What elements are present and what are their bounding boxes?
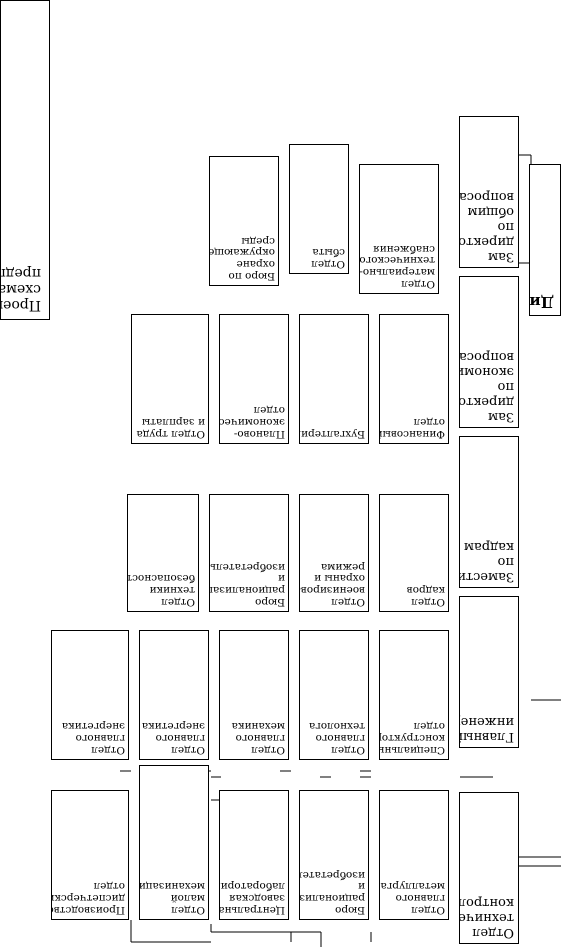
chief-engineer-box: Главный инженер bbox=[459, 596, 519, 748]
dept-labor-box: Отдел труда и зарплаты bbox=[131, 314, 209, 444]
director-box: Директор bbox=[529, 164, 561, 316]
dept-ecology-box: Бюро по охране окружающей среды bbox=[209, 156, 279, 286]
dept-safety-box: Отдел техники безопасности bbox=[127, 494, 199, 612]
dept-accounting-box: Бухгалтерия bbox=[299, 314, 369, 444]
deputy-general-box: Зам директора по общим вопросам bbox=[459, 116, 519, 268]
dept-rationalization-2-box: Бюро рационализации и изобретательства bbox=[299, 790, 369, 920]
dept-planning-box: Планово-экономический отдел bbox=[219, 314, 289, 444]
deputy-economic-box: Зам директора по экономическим вопросам bbox=[459, 276, 519, 428]
chart-title: Проектная схема предприятия bbox=[0, 0, 50, 320]
deputy-personnel-box: Заместитель по кадрам bbox=[459, 436, 519, 588]
dept-finance-box: Финансовый отдел bbox=[379, 314, 449, 444]
dept-dispatch-box: Производственно-диспетчерский отдел bbox=[51, 790, 129, 920]
dept-energy-box-2: Отдел главного энергетика bbox=[51, 630, 129, 760]
dept-guard-box: Отдел военизированной охраны и режима bbox=[299, 494, 369, 612]
dept-small-mech-box: Отдел малой механизации bbox=[139, 765, 209, 920]
dept-design-box: Специальный конструкторский отдел bbox=[379, 630, 449, 760]
dept-mechanic-box: Отдел главного механика bbox=[219, 630, 289, 760]
dept-sales-box: Отдел сбыта bbox=[289, 144, 349, 274]
dept-technologist-box: Отдел главного технолога bbox=[299, 630, 369, 760]
dept-lab-box: Центральная заводская лаборатория bbox=[219, 790, 289, 920]
dept-supply-box: Отдел материально-технического снабжения bbox=[359, 164, 439, 294]
dept-hr-box: Отдел кадров bbox=[379, 494, 449, 612]
dept-rationalization-box: Бюро рационализации и изобретательства bbox=[209, 494, 289, 612]
dept-energy-box-1: Отдел главного энергетика bbox=[139, 630, 209, 760]
tech-control-box: Отдел технического контроля bbox=[459, 792, 519, 944]
dept-metallurgy-box: Отдел главного металлурга bbox=[379, 790, 449, 920]
